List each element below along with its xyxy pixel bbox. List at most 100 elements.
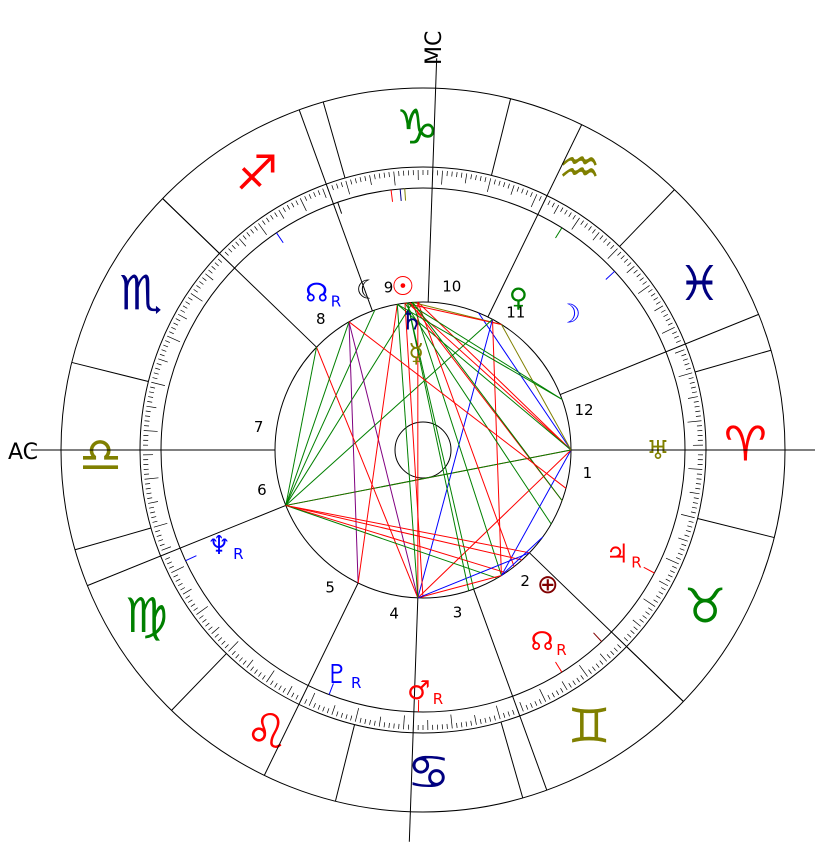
sign-divider: [694, 349, 772, 373]
aspect-line: [397, 303, 563, 400]
degree-tick: [378, 716, 382, 727]
degree-tick: [299, 198, 307, 212]
degree-tick: [592, 232, 600, 241]
degree-tick: [274, 212, 278, 217]
degree-tick: [688, 377, 694, 380]
degree-tick: [456, 722, 458, 728]
house-number: 9: [384, 279, 394, 297]
aspect-line: [396, 303, 572, 451]
degree-tick: [161, 546, 172, 551]
degree-tick: [286, 685, 293, 696]
degree-tick: [217, 637, 223, 642]
degree-tick: [553, 204, 560, 215]
degree-tick: [579, 664, 588, 677]
degree-tick: [610, 650, 615, 656]
degree-tick: [580, 675, 584, 680]
degree-tick: [364, 176, 367, 182]
sign-divider: [71, 361, 149, 383]
degree-tick: [155, 367, 161, 370]
degree-tick: [199, 615, 204, 619]
degree-tick: [451, 171, 453, 177]
degree-tick: [152, 520, 158, 523]
degree-ticks: [143, 170, 703, 730]
degree-tick: [460, 172, 463, 178]
planet-marker: [399, 188, 402, 201]
degree-tick: [354, 178, 357, 184]
degree-tick: [180, 309, 186, 313]
degree-tick: [642, 281, 647, 285]
degree-tick: [254, 226, 258, 231]
degree-tick: [633, 626, 638, 631]
house-cusp-2: [529, 552, 684, 702]
gemini-sign-icon: ♊: [568, 698, 611, 754]
degree-tick: [322, 188, 327, 199]
zodiac-sign-glyphs: ♈♉♊♋♌♍♎♏♐♑♒♓: [79, 100, 767, 801]
degree-tick: [146, 492, 152, 495]
degree-tick: [196, 606, 209, 615]
degree-tick: [603, 238, 607, 243]
degree-tick: [152, 377, 158, 380]
degree-tick: [369, 175, 372, 186]
degree-tick: [636, 273, 641, 278]
aspect-line: [407, 302, 470, 591]
aspect-line: [316, 347, 419, 599]
aspect-line: [285, 504, 498, 579]
venus-icon: ♀: [509, 283, 528, 313]
degree-tick: [626, 266, 635, 274]
sign-divider: [490, 98, 512, 176]
aspect-line: [285, 309, 376, 506]
degree-tick: [224, 251, 229, 256]
degree-tick: [350, 179, 353, 185]
degree-tick: [147, 401, 153, 403]
aspect-line: [501, 536, 544, 576]
degree-tick: [149, 391, 155, 394]
planet-marker: [185, 555, 197, 562]
degree-tick: [246, 232, 251, 237]
degree-tick: [679, 548, 685, 551]
degree-tick: [474, 714, 477, 725]
degree-tick: [173, 322, 179, 326]
degree-tick: [295, 200, 299, 206]
degree-tick: [143, 430, 158, 432]
degree-tick: [617, 644, 622, 649]
degree-tick: [665, 557, 679, 565]
degree-tick: [588, 669, 592, 674]
degree-tick: [383, 172, 386, 178]
degree-tick: [326, 708, 330, 714]
degree-tick: [153, 372, 159, 375]
house-cusps: [31, 58, 815, 842]
degree-tick: [658, 591, 664, 595]
degree-tick: [584, 223, 588, 228]
aquarius-sign-icon: ♒: [558, 140, 601, 196]
degree-tick: [487, 178, 492, 192]
aspect-line: [412, 302, 563, 501]
degree-tick: [654, 305, 664, 312]
degree-tick: [632, 619, 641, 627]
degree-tick: [340, 182, 343, 188]
moon-icon: ☾: [356, 275, 379, 305]
aspect-line: [491, 319, 502, 576]
retrograde-label: R: [351, 674, 361, 692]
degree-tick: [239, 238, 247, 247]
degree-tick: [684, 363, 690, 366]
degree-tick: [633, 269, 638, 274]
degree-tick: [692, 502, 698, 504]
degree-tick: [661, 326, 675, 334]
degree-tick: [539, 688, 547, 702]
aspect-line: [357, 304, 398, 584]
degree-tick: [266, 217, 270, 223]
core-ring: [394, 421, 452, 479]
degree-tick: [670, 570, 675, 574]
house-number: 3: [453, 603, 463, 621]
degree-tick: [246, 659, 254, 668]
degree-tick: [345, 714, 348, 720]
degree-tick: [208, 626, 213, 631]
degree-tick: [592, 666, 596, 671]
planet-marker: [390, 189, 394, 202]
degree-tick: [525, 190, 529, 196]
degree-tick: [274, 683, 278, 688]
aspect-line: [407, 302, 475, 590]
pisces-sign-icon: ♓: [678, 256, 721, 312]
degree-tick: [153, 522, 168, 528]
